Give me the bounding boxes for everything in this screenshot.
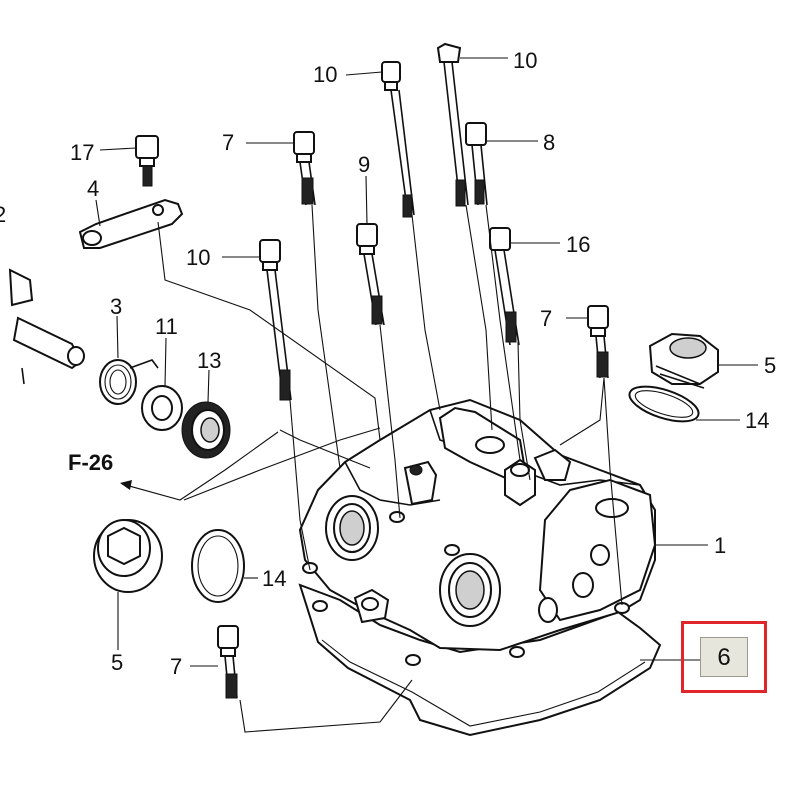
bolt-17 xyxy=(135,135,159,187)
filler-cap-5-left xyxy=(93,519,163,593)
shaft-assembly xyxy=(8,268,85,385)
callout-4: 4 xyxy=(87,176,99,201)
bearing-13 xyxy=(181,401,231,459)
highlight-box-part-6: 6 xyxy=(681,621,767,693)
bolt-7-right xyxy=(587,305,609,379)
callout-10-top-left: 10 xyxy=(313,62,337,87)
callout-17: 17 xyxy=(70,140,94,165)
filler-cap-5-right xyxy=(648,332,719,389)
leader-lines xyxy=(95,57,758,667)
bolt-7-upper xyxy=(293,131,316,206)
callout-8: 8 xyxy=(543,130,555,155)
callout-labels: 10 10 17 7 8 9 4 16 10 2 7 3 11 13 5 14 … xyxy=(0,48,776,679)
callout-7-right: 7 xyxy=(540,306,552,331)
callout-14-left: 14 xyxy=(262,566,286,591)
bolt-7-lower xyxy=(217,625,239,699)
o-ring-14-right xyxy=(628,385,700,423)
callout-5-left: 5 xyxy=(111,650,123,675)
callout-5-right: 5 xyxy=(764,353,776,378)
callout-f26: F-26 xyxy=(68,450,113,475)
washer-11 xyxy=(141,385,183,431)
long-bolt-10-top-right xyxy=(436,42,469,207)
callout-14-right: 14 xyxy=(745,408,769,433)
cylinder-head-cover xyxy=(298,398,662,737)
callout-1: 1 xyxy=(714,533,726,558)
bolt-9 xyxy=(356,223,385,326)
callout-9: 9 xyxy=(358,152,370,177)
lever-arm-4 xyxy=(78,198,184,249)
callout-2-partial: 2 xyxy=(0,202,6,227)
assembly-guide-lines xyxy=(157,204,623,733)
callout-6: 6 xyxy=(700,637,748,677)
bolt-8 xyxy=(465,122,488,206)
callout-11: 11 xyxy=(155,314,178,339)
callout-7-lower: 7 xyxy=(170,654,182,679)
long-bolt-10-top-left xyxy=(381,61,415,218)
spring-3 xyxy=(99,359,159,405)
o-ring-14-left xyxy=(191,529,245,603)
callout-16: 16 xyxy=(566,232,590,257)
bolt-16 xyxy=(489,227,520,346)
callout-10-top-right: 10 xyxy=(513,48,537,73)
callout-10-mid: 10 xyxy=(186,245,210,270)
callout-3: 3 xyxy=(110,294,122,319)
long-bolt-10-mid xyxy=(259,239,292,401)
callout-13: 13 xyxy=(197,348,221,373)
callout-7-upper: 7 xyxy=(222,130,234,155)
